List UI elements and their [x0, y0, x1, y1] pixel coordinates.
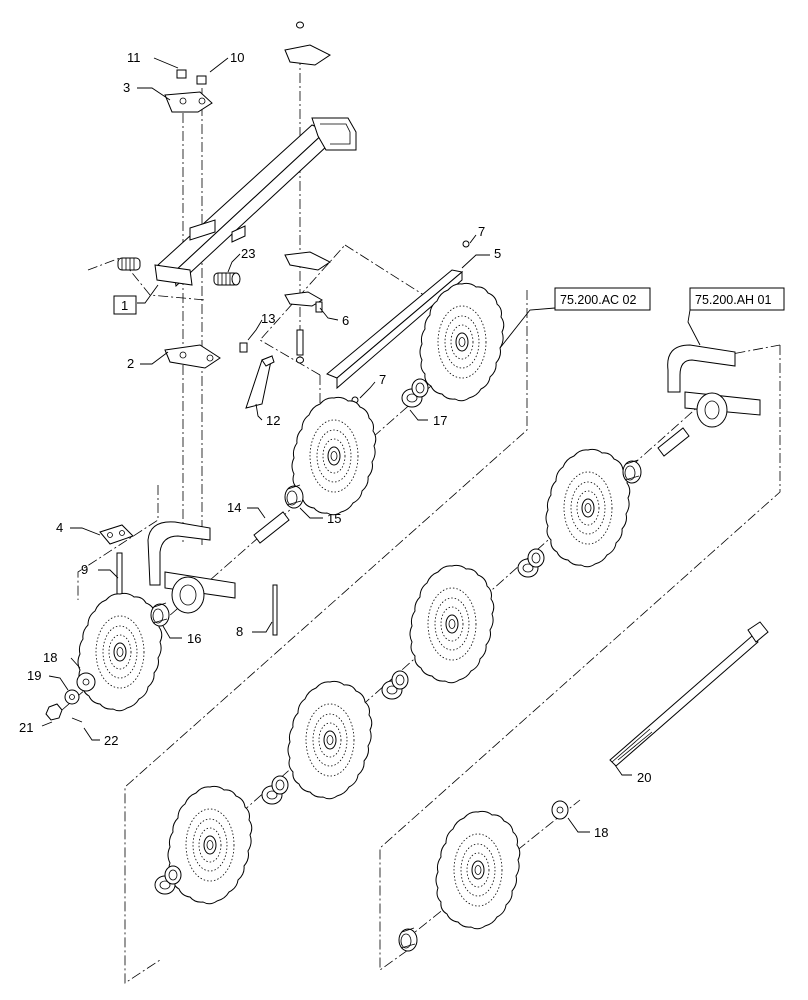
callout-21: 21 [19, 720, 33, 735]
callout-9: 9 [81, 562, 88, 577]
callout-7b: 7 [379, 372, 386, 387]
reference-label-ah: 75.200.AH 01 [695, 293, 771, 307]
disc-blade [409, 564, 495, 684]
disc-blade [291, 396, 377, 516]
callout-16: 16 [187, 631, 201, 646]
callout-5: 5 [494, 246, 501, 261]
callout-15: 15 [327, 511, 341, 526]
spring-bushings [117, 257, 241, 286]
bearing-spool [154, 865, 182, 895]
disc-blade [435, 810, 521, 930]
callout-3: 3 [123, 80, 130, 95]
callout-18: 18 [43, 650, 57, 665]
top-plate [164, 69, 213, 113]
scraper-blade [239, 342, 275, 409]
callout-6: 6 [342, 313, 349, 328]
gang-shaft [609, 621, 769, 767]
callout-7: 7 [478, 224, 485, 239]
callout-12: 12 [266, 413, 280, 428]
bearing-spool [261, 775, 289, 805]
left-hanger-bracket [147, 521, 278, 636]
callout-20: 20 [637, 770, 651, 785]
reference-box-ah: 75.200.AH 01 [689, 287, 785, 311]
callout-2: 2 [127, 356, 134, 371]
bearing-spool [381, 670, 409, 700]
callout-10: 10 [230, 50, 244, 65]
bearing-spool [622, 459, 642, 484]
callout-17: 17 [433, 413, 447, 428]
callout-1: 1 [121, 298, 128, 313]
disc-blade [77, 592, 163, 712]
callout-box-1: 1 [113, 295, 137, 315]
disc-blade [167, 785, 253, 905]
disc-blade [287, 680, 373, 800]
mounting-frame-tube [154, 117, 357, 288]
right-hanger-bracket [667, 344, 761, 428]
reference-label-ac: 75.200.AC 02 [560, 293, 636, 307]
clamp-plate [99, 524, 134, 596]
leader-lines [41, 57, 701, 833]
callout-18b: 18 [594, 825, 608, 840]
bearing-spool [401, 378, 429, 408]
callout-19: 19 [27, 668, 41, 683]
reference-box-ac: 75.200.AC 02 [554, 287, 651, 311]
callout-14: 14 [227, 500, 241, 515]
upper-plate-hardware [284, 21, 331, 364]
callout-22: 22 [104, 733, 118, 748]
callout-8: 8 [236, 624, 243, 639]
bearing-spool [284, 484, 304, 509]
callout-23: 23 [241, 246, 255, 261]
bottom-plate [164, 344, 221, 369]
disc-blade [545, 448, 631, 568]
callout-4: 4 [56, 520, 63, 535]
spacer-tubes [253, 427, 690, 544]
bearing-spool [398, 927, 418, 952]
callout-13: 13 [261, 311, 275, 326]
bearing-spool [517, 548, 545, 578]
callout-numbers: 11 10 3 23 7 5 6 13 2 7 12 17 14 15 4 9 … [19, 50, 651, 840]
bearing-spool [150, 602, 170, 627]
end-hardware-left [45, 672, 569, 820]
scraper-bar [326, 240, 470, 404]
callout-11: 11 [127, 50, 141, 65]
